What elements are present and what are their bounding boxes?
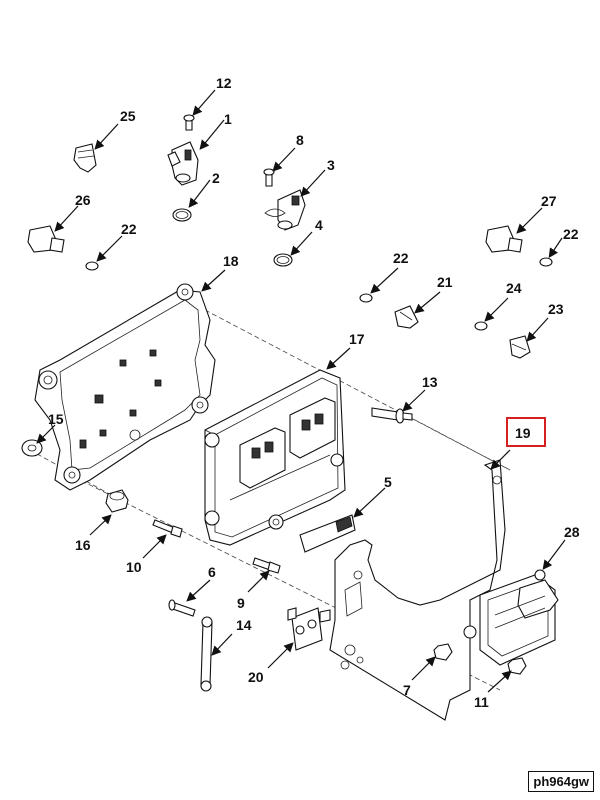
callout-17[interactable]: 17 [349, 331, 365, 347]
module-part-28 [463, 569, 559, 666]
callout-22-right[interactable]: 22 [563, 226, 579, 242]
stud-part-13 [371, 407, 413, 424]
callout-12[interactable]: 12 [216, 75, 232, 91]
sensor-part-25 [73, 143, 97, 173]
callout-9[interactable]: 9 [237, 595, 245, 611]
callout-4[interactable]: 4 [315, 217, 323, 233]
o-ring-part-4 [273, 253, 293, 267]
callout-13[interactable]: 13 [422, 374, 438, 390]
sensor-part-21 [394, 305, 419, 329]
o-ring-part-22-middle [359, 293, 373, 303]
highlight-box [506, 417, 546, 447]
callout-19[interactable]: 19 [515, 425, 531, 441]
callout-11[interactable]: 11 [474, 694, 489, 710]
callout-20[interactable]: 20 [248, 669, 264, 685]
sensor-part-27 [485, 225, 523, 253]
callout-15[interactable]: 15 [48, 411, 64, 427]
o-ring-part-24 [474, 321, 488, 331]
callout-3[interactable]: 3 [327, 157, 335, 173]
callout-27[interactable]: 27 [541, 193, 557, 209]
callout-16[interactable]: 16 [75, 537, 91, 553]
callout-26[interactable]: 26 [75, 192, 91, 208]
sensor-part-26 [27, 225, 65, 253]
callout-22-left[interactable]: 22 [121, 221, 137, 237]
spacer-part-16 [105, 489, 129, 513]
callout-18[interactable]: 18 [223, 253, 239, 269]
callout-24[interactable]: 24 [506, 280, 522, 296]
o-ring-part-2 [172, 208, 192, 222]
sensor-part-3 [264, 189, 306, 231]
callout-10[interactable]: 10 [126, 559, 142, 575]
bolt-part-10 [152, 519, 183, 538]
image-id-label: ph964gw [528, 771, 594, 792]
o-ring-part-22-left [85, 261, 99, 271]
ground-strap-part-14 [200, 616, 213, 692]
o-ring-part-22-right [539, 257, 553, 267]
stud-assembly-part-20 [287, 607, 331, 651]
ecm-module-part-17 [204, 369, 346, 546]
callout-7[interactable]: 7 [403, 682, 411, 698]
callout-23[interactable]: 23 [548, 301, 564, 317]
callout-8[interactable]: 8 [296, 132, 304, 148]
leader-arrows [36, 89, 566, 693]
callout-21[interactable]: 21 [437, 274, 453, 290]
bolt-part-6 [168, 599, 196, 617]
screw-part-8 [263, 168, 275, 187]
bolt-part-9 [252, 557, 281, 574]
nut-part-11 [507, 657, 527, 675]
sensor-part-1 [167, 141, 199, 186]
callout-25[interactable]: 25 [120, 108, 136, 124]
callout-1[interactable]: 1 [224, 111, 232, 127]
callout-numbers: 1 2 3 4 5 6 7 8 9 10 11 12 13 14 15 16 1… [48, 75, 580, 710]
callout-22-middle[interactable]: 22 [393, 250, 409, 266]
sensor-part-23 [509, 335, 531, 359]
screw-part-12 [183, 114, 195, 131]
callout-28[interactable]: 28 [564, 524, 580, 540]
label-part-5 [299, 514, 356, 553]
callout-6[interactable]: 6 [208, 564, 216, 580]
callout-5[interactable]: 5 [384, 474, 392, 490]
callout-2[interactable]: 2 [212, 170, 220, 186]
washer-part-15 [21, 439, 43, 457]
nut-part-7 [433, 643, 453, 661]
mounting-plate-part-18 [34, 283, 216, 491]
callout-14[interactable]: 14 [236, 617, 252, 633]
bracket-part-19 [329, 459, 506, 721]
